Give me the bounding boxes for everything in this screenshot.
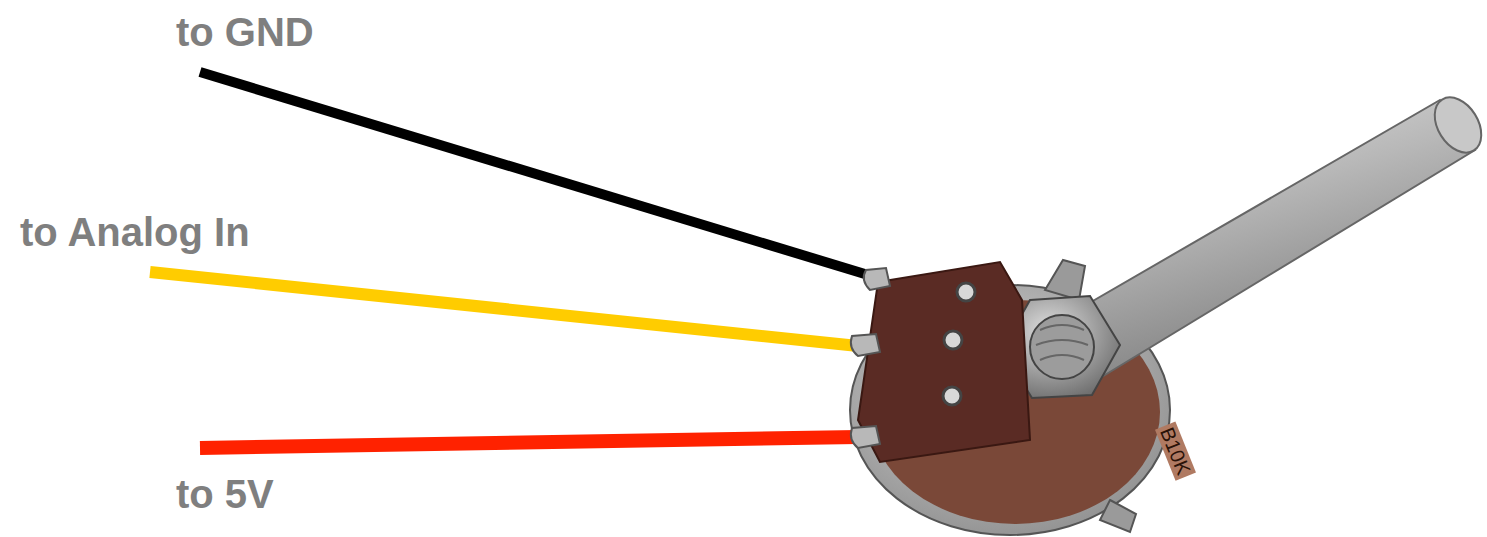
bushing-thread [1036,325,1088,360]
wire-label: to Analog In [20,212,250,252]
terminal-lug [851,334,880,356]
terminal-board [858,262,1030,462]
pot-shaft [1060,100,1475,378]
power-wire [200,437,858,448]
shaft-end [1425,89,1487,161]
wire-label: to 5V [176,474,274,514]
terminal-rivet [957,283,975,301]
terminal-lug [851,426,880,448]
housing-tab [1045,260,1085,300]
housing-tab [1100,500,1136,532]
wire-label: to GND [176,12,314,52]
terminal-rivet [943,387,961,405]
gnd-wire [200,72,878,278]
terminal-lug [864,268,890,290]
terminal-rivet [944,331,962,349]
analog-wire [150,272,858,346]
pot-bushing [1030,315,1094,379]
